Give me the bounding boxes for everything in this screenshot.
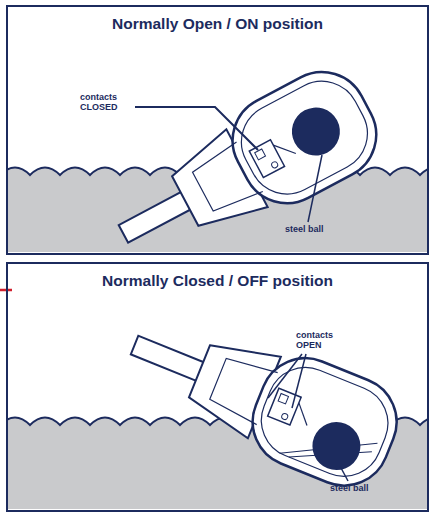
part-label: steel ball: [285, 224, 345, 234]
panel-title: Normally Closed / OFF position: [8, 272, 427, 290]
part-label: contacts CLOSED: [80, 92, 134, 112]
part-label: contacts OPEN: [296, 330, 346, 350]
panel-frame: Normally Closed / OFF position: [6, 262, 429, 512]
panel-frame: Normally Open / ON position: [6, 5, 429, 255]
part-label: steel ball: [330, 483, 390, 493]
panel-title: Normally Open / ON position: [8, 15, 427, 33]
